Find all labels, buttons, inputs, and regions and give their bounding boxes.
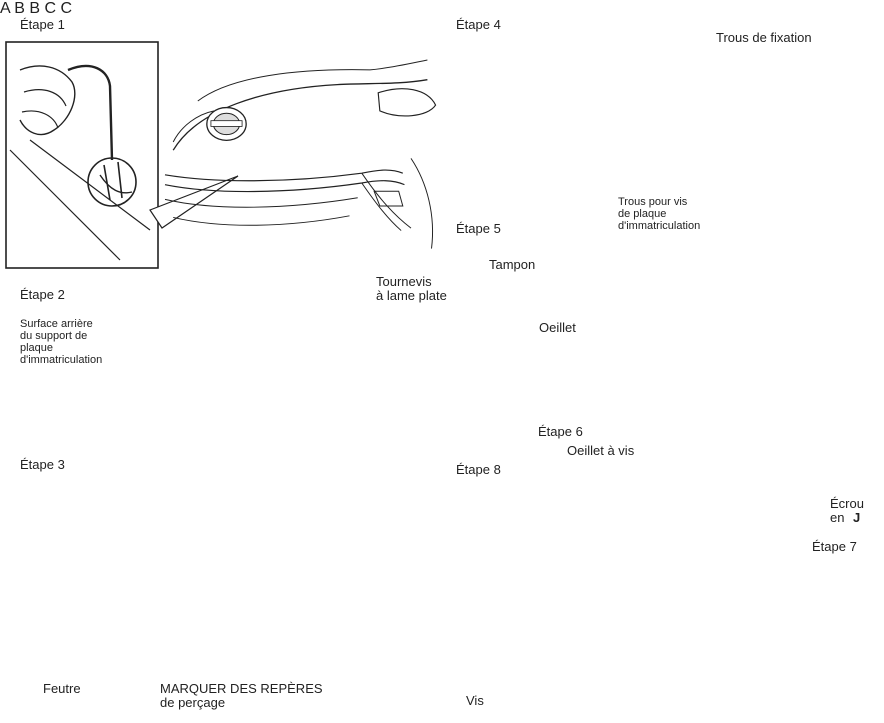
surface-label-1: Surface arrière: [20, 318, 93, 330]
marquer-label-2: de perçage: [160, 695, 226, 710]
step-2-label: Étape 2: [20, 287, 65, 302]
callout-c-top: C: [44, 0, 57, 17]
ecrou-label-2: en: [830, 510, 845, 525]
vis-label: Vis: [466, 693, 484, 708]
callout-a: A: [0, 0, 10, 17]
surface-label-3: plaque: [20, 342, 54, 354]
ecrou-label-3: J: [853, 510, 861, 525]
step-5-label: Étape 5: [456, 221, 501, 236]
callout-c-bottom: C: [60, 0, 73, 17]
step1-illustration: [5, 41, 437, 269]
step-3-label: Étape 3: [20, 457, 65, 472]
trous-vis-label-3: d'immatriculation: [618, 220, 701, 232]
callout-b-right: B: [29, 0, 41, 17]
step-4-label: Étape 4: [456, 17, 501, 32]
callout-b-left: B: [14, 0, 25, 17]
oeillet-vis-label: Oeillet à vis: [567, 443, 635, 458]
step-1-label: Étape 1: [20, 17, 65, 32]
surface-label-4: d'immatriculation: [20, 354, 103, 366]
down-arrow-8: A B B C C Étape 1 Étape 2 Étape 3 Étape …: [0, 0, 864, 710]
trous-fixation-label: Trous de fixation: [716, 30, 812, 45]
trous-vis-label-2: de plaque: [618, 208, 667, 220]
marquer-label-1: MARQUER DES REPÈRES: [160, 681, 323, 696]
feutre-label: Feutre: [43, 681, 81, 696]
tampon-label: Tampon: [489, 257, 536, 272]
step-7-label: Étape 7: [812, 539, 857, 554]
tournevis-label-2: à lame plate: [376, 288, 447, 303]
tournevis-label-1: Tournevis: [376, 274, 432, 289]
down-arrow-2: A B B C C Étape 1 Étape 2 Étape 3 Étape …: [0, 0, 864, 710]
trous-vis-label-1: Trous pour vis: [618, 196, 688, 208]
step-8-label: Étape 8: [456, 462, 501, 477]
ecrou-label-1: Écrou: [830, 496, 864, 511]
step-6-label: Étape 6: [538, 424, 583, 439]
oeillet-label: Oeillet: [539, 320, 576, 335]
surface-label-2: du support de: [20, 330, 88, 342]
